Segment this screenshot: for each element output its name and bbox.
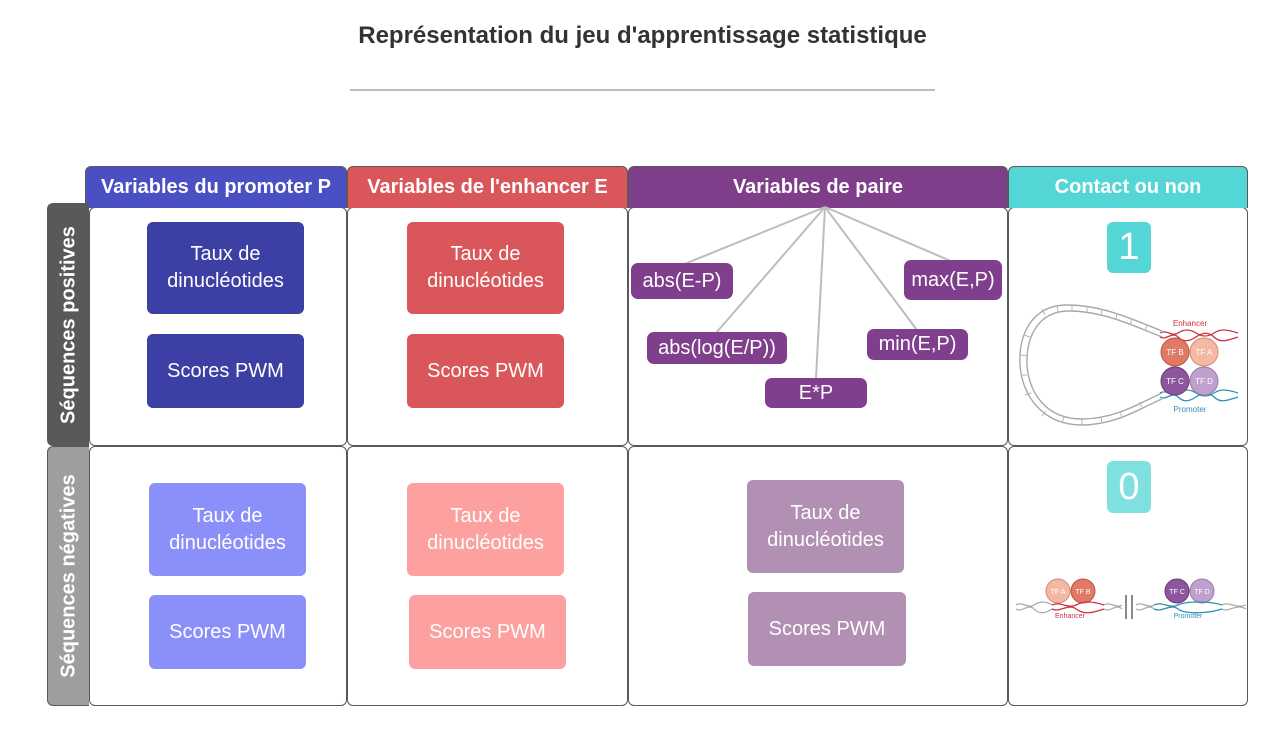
- dna-separated-illustration: TF A TF B TF C TF D Enhancer Promoter: [1015, 578, 1247, 620]
- illustration-promoter-label: Promoter: [1174, 405, 1207, 414]
- connector-max: [824, 206, 954, 263]
- tf-c-circle: [1160, 366, 1190, 396]
- contact-negative-value: 0: [1107, 461, 1151, 513]
- positive-promoter-dinucleotide-box: Taux de dinucléotides: [147, 222, 304, 314]
- svg-text:TF B: TF B: [1166, 348, 1183, 357]
- positive-enhancer-dinucleotide-box: Taux de dinucléotides: [407, 222, 564, 314]
- dna-loop-illustration: Enhancer Promoter TF B TF A TF C TF D: [1019, 304, 1239, 426]
- feature-product: E*P: [765, 378, 867, 408]
- svg-text:TF D: TF D: [1194, 589, 1210, 596]
- connector-abs-log: [715, 206, 826, 334]
- negative-promoter-pwm-box: Scores PWM: [149, 595, 306, 669]
- title-underline: [350, 89, 935, 91]
- svg-text:TF A: TF A: [1051, 589, 1066, 596]
- negative-promoter-dinucleotide-box: Taux de dinucléotides: [149, 483, 306, 576]
- illustration-enhancer-label: Enhancer: [1173, 319, 1208, 328]
- tf-d-circle: [1189, 366, 1219, 396]
- positive-promoter-pwm-box: Scores PWM: [147, 334, 304, 408]
- negative-enhancer-pwm-box: Scores PWM: [409, 595, 566, 669]
- diagram-title: Représentation du jeu d'apprentissage st…: [358, 22, 927, 49]
- connector-product: [815, 206, 826, 379]
- negative-pair-dinucleotide-box: Taux de dinucléotides: [747, 480, 904, 573]
- svg-text:TF D: TF D: [1195, 377, 1213, 386]
- contact-positive-value: 1: [1107, 222, 1151, 273]
- row-header-negative: Séquences négatives: [47, 446, 89, 706]
- connector-abs-diff: [681, 206, 826, 266]
- feature-abs-log: abs(log(E/P)): [647, 332, 787, 364]
- tf-b-circle: [1160, 337, 1190, 367]
- illustration-promoter-label-negative: Promoter: [1174, 613, 1203, 620]
- feature-min: min(E,P): [867, 329, 968, 360]
- feature-max: max(E,P): [904, 260, 1002, 300]
- svg-text:TF C: TF C: [1169, 589, 1185, 596]
- column-header-promoter: Variables du promoter P: [85, 166, 347, 208]
- row-header-positive: Séquences positives: [47, 203, 89, 446]
- tf-a-circle: [1189, 337, 1219, 367]
- illustration-enhancer-label-negative: Enhancer: [1055, 613, 1086, 620]
- feature-abs-diff: abs(E-P): [631, 263, 733, 299]
- negative-enhancer-dinucleotide-box: Taux de dinucléotides: [407, 483, 564, 576]
- positive-enhancer-pwm-box: Scores PWM: [407, 334, 564, 408]
- column-header-enhancer: Variables de l'enhancer E: [347, 166, 628, 208]
- svg-text:TF B: TF B: [1075, 589, 1090, 596]
- svg-text:TF C: TF C: [1166, 377, 1184, 386]
- column-header-pair: Variables de paire: [628, 166, 1008, 208]
- tf-d-circle-negative: [1189, 578, 1215, 604]
- svg-text:TF A: TF A: [1196, 348, 1214, 357]
- negative-pair-pwm-box: Scores PWM: [748, 592, 906, 666]
- tf-a-circle-negative: [1045, 578, 1071, 604]
- tf-c-circle-negative: [1164, 578, 1190, 604]
- connector-min: [824, 206, 918, 331]
- column-header-contact: Contact ou non: [1008, 166, 1248, 208]
